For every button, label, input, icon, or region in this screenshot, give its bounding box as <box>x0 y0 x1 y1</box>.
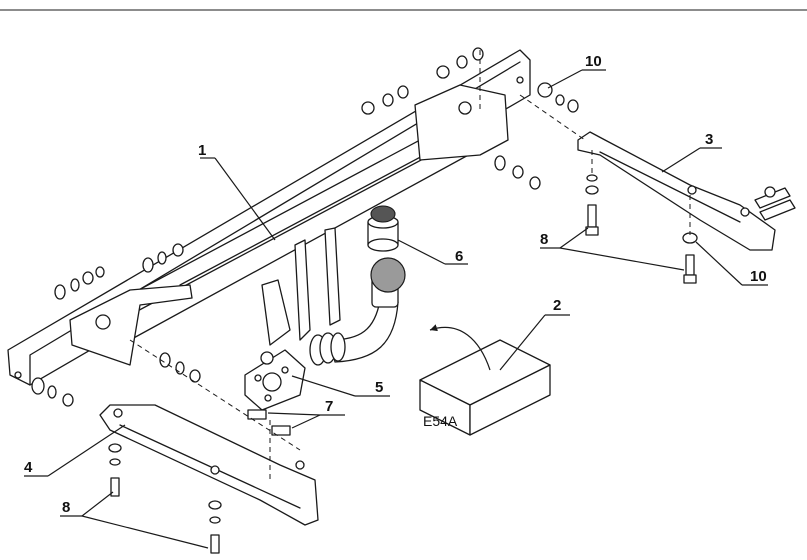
callout-label-2: 2 <box>553 297 561 314</box>
fasteners <box>31 47 698 554</box>
callout-label-4: 4 <box>24 459 33 476</box>
callout-1: 1 <box>198 142 276 241</box>
callout-label-8-left: 8 <box>62 499 70 516</box>
callout-8-right: 8 <box>540 227 685 271</box>
socket-plate <box>244 349 306 411</box>
callout-label-8-right: 8 <box>540 231 548 248</box>
callout-label-1: 1 <box>198 142 206 159</box>
callout-label-7: 7 <box>325 398 333 415</box>
callout-label-6: 6 <box>455 248 463 265</box>
box-code-label: E54A <box>423 413 458 429</box>
callout-label-5: 5 <box>375 379 383 396</box>
callout-2: 2 <box>499 297 570 371</box>
callout-6: 6 <box>397 239 468 265</box>
callout-label-10-top: 10 <box>585 53 602 70</box>
callout-10-top: 10 <box>547 53 606 89</box>
callout-label-10-bottom: 10 <box>750 268 767 285</box>
right-side-arm <box>577 131 796 251</box>
callout-4: 4 <box>24 424 126 477</box>
left-side-arm <box>99 404 319 526</box>
callout-7: 7 <box>267 398 345 429</box>
callout-label-3: 3 <box>705 131 713 148</box>
callout-5: 5 <box>291 375 390 397</box>
callout-3: 3 <box>661 131 722 173</box>
main-crossbar <box>7 49 531 386</box>
electrical-kit-box: E54A <box>419 324 551 436</box>
callout-8-left: 8 <box>60 491 209 549</box>
callout-10-bottom: 10 <box>695 241 768 286</box>
tow-ball-assembly <box>261 205 406 366</box>
